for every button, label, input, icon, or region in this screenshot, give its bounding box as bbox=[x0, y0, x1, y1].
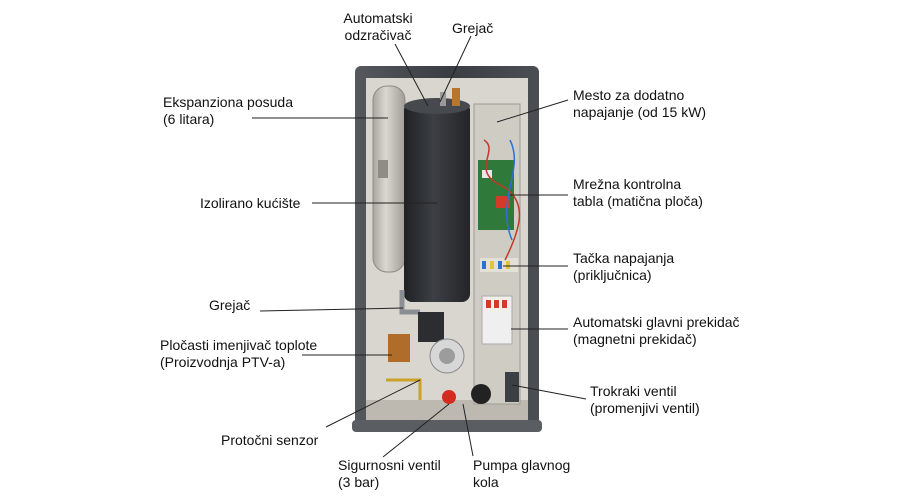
label-plocasti-izmenjivac: Pločasti imenjivač toplote (Proizvodnja … bbox=[160, 337, 318, 370]
insulated-tank bbox=[404, 88, 470, 302]
label-grejac-top: Grejač bbox=[452, 20, 494, 36]
control-board-area bbox=[473, 103, 521, 405]
label-mesto-za-napajanje: Mesto za dodatno napajanje (od 15 kW) bbox=[573, 87, 707, 120]
label-trokraki-ventil: Trokraki ventil (promenjivi ventil) bbox=[590, 383, 700, 416]
leader-lines bbox=[252, 35, 587, 458]
label-sigurnosni-ventil: Sigurnosni ventil (3 bar) bbox=[338, 457, 441, 490]
label-glavni-prekidac: Automatski glavni prekidač (magnetni pre… bbox=[573, 314, 740, 347]
label-tacka-napajanja: Tačka napajanja (priključnica) bbox=[573, 250, 675, 283]
label-mrezna-tabla: Mrežna kontrolna tabla (matična ploča) bbox=[573, 176, 703, 209]
label-pumpa-glavnog-kola: Pumpa glavnog kola bbox=[473, 457, 571, 490]
label-grejac-left: Grejač bbox=[209, 297, 251, 313]
label-automatski-odzracivac: Automatski odzračivač bbox=[343, 10, 413, 43]
label-izolirano-kuciste: Izolirano kućište bbox=[200, 195, 301, 211]
heater-pipe bbox=[399, 290, 420, 315]
label-protocni-senzor: Protočni senzor bbox=[221, 432, 319, 448]
label-ekspanziona-posuda: Ekspanziona posuda (6 litara) bbox=[163, 94, 293, 127]
expansion-vessel bbox=[372, 85, 406, 273]
